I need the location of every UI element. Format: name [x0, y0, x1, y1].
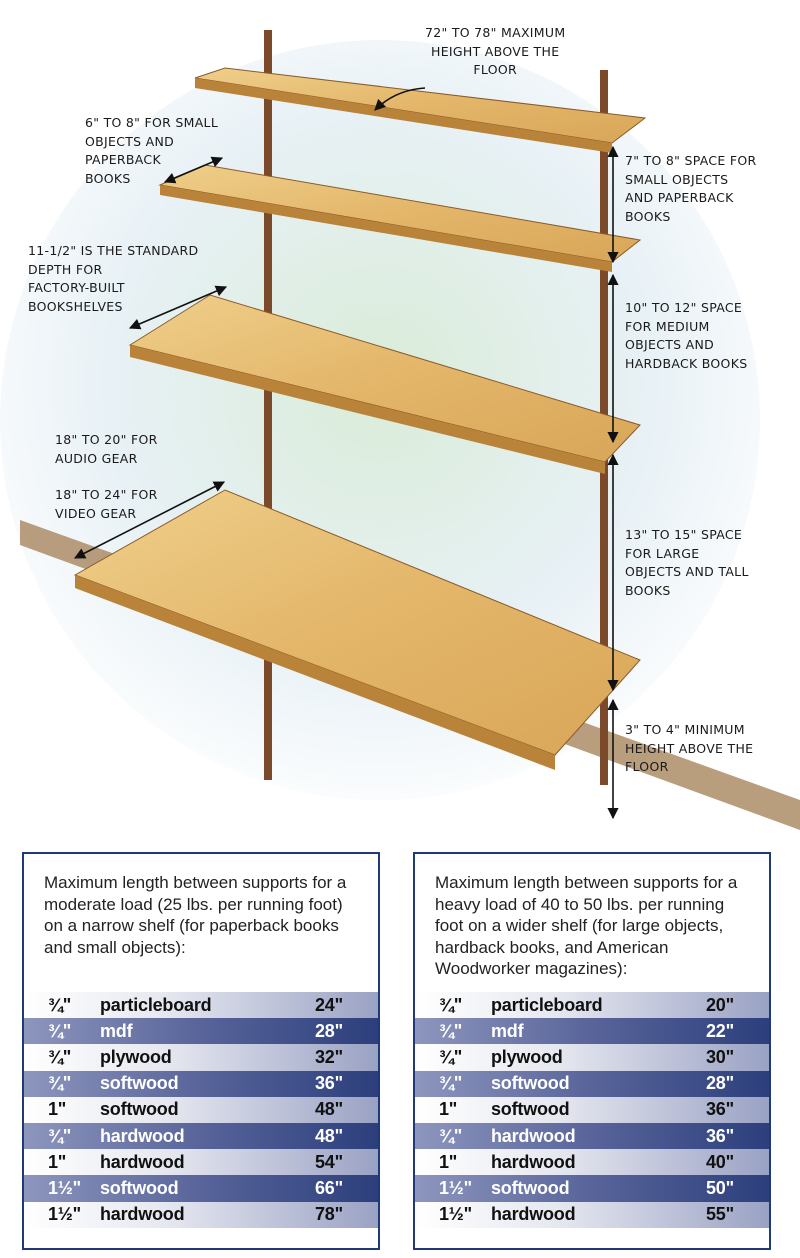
- length-cell: 50": [706, 1177, 734, 1198]
- material-cell: mdf: [491, 1020, 524, 1041]
- length-cell: 36": [706, 1125, 734, 1146]
- note-audio-depth: 18" to 20" for audio gear: [55, 432, 158, 466]
- table-row: ¾" mdf 28": [24, 1018, 378, 1045]
- table-row: ¾" particleboard 20": [415, 992, 769, 1019]
- table-row: ¾" softwood 36": [24, 1070, 378, 1097]
- table-row: 1½" hardwood 55": [415, 1201, 769, 1228]
- note-standard-depth: 11-1/2" is the standard depth for factor…: [28, 243, 199, 314]
- thickness-cell: ¾": [439, 1073, 463, 1094]
- table-row: 1½" hardwood 78": [24, 1201, 378, 1228]
- table-row: 1" hardwood 40": [415, 1149, 769, 1176]
- material-cell: mdf: [100, 1020, 133, 1041]
- table-row: ¾" plywood 30": [415, 1044, 769, 1071]
- thickness-cell: ¾": [439, 1125, 463, 1146]
- thickness-cell: ¾": [439, 994, 463, 1015]
- arrow-standard-depth: [128, 285, 228, 330]
- length-cell: 36": [315, 1073, 343, 1094]
- thickness-cell: ¾": [48, 1073, 72, 1094]
- length-cell: 20": [706, 994, 734, 1015]
- thickness-cell: 1": [439, 1099, 458, 1120]
- thickness-cell: ¾": [48, 1125, 72, 1146]
- arrow-video-depth: [74, 481, 225, 559]
- note-video-depth: 18" to 24" for video gear: [55, 487, 158, 521]
- material-cell: hardwood: [100, 1151, 185, 1172]
- length-cell: 36": [706, 1099, 734, 1120]
- material-cell: plywood: [491, 1046, 563, 1067]
- material-cell: softwood: [100, 1177, 179, 1198]
- material-cell: hardwood: [491, 1125, 576, 1146]
- length-cell: 32": [315, 1046, 343, 1067]
- length-cell: 30": [706, 1046, 734, 1067]
- table-row: 1" softwood 48": [24, 1096, 378, 1123]
- length-cell: 22": [706, 1020, 734, 1041]
- length-cell: 78": [315, 1204, 343, 1225]
- thickness-cell: ¾": [439, 1046, 463, 1067]
- thickness-cell: 1½": [439, 1177, 472, 1198]
- moderate-load-table: Maximum length between supports for a mo…: [22, 852, 380, 1250]
- length-cell: 40": [706, 1151, 734, 1172]
- length-cell: 28": [315, 1020, 343, 1041]
- material-cell: hardwood: [100, 1125, 185, 1146]
- note-max-height: 72" to 78" maximum height above the floo…: [425, 25, 566, 77]
- arrow-small-depth: [163, 156, 224, 184]
- thickness-cell: 1½": [48, 1177, 81, 1198]
- thickness-cell: 1": [48, 1151, 67, 1172]
- left-standard: [264, 30, 272, 780]
- table-caption: Maximum length between supports for a mo…: [44, 873, 347, 957]
- length-cell: 48": [315, 1125, 343, 1146]
- length-cell: 55": [706, 1204, 734, 1225]
- table-row: ¾" mdf 22": [415, 1018, 769, 1045]
- thickness-cell: ¾": [48, 1020, 72, 1041]
- material-cell: softwood: [491, 1073, 570, 1094]
- material-cell: particleboard: [491, 994, 603, 1015]
- table-row: 1½" softwood 66": [24, 1175, 378, 1202]
- table-row: 1" hardwood 54": [24, 1149, 378, 1176]
- material-cell: plywood: [100, 1046, 172, 1067]
- material-cell: softwood: [491, 1177, 570, 1198]
- table-row: ¾" hardwood 48": [24, 1122, 378, 1150]
- length-cell: 54": [315, 1151, 343, 1172]
- material-cell: softwood: [491, 1099, 570, 1120]
- heavy-load-table: Maximum length between supports for a he…: [413, 852, 771, 1250]
- thickness-cell: 1½": [439, 1204, 472, 1225]
- thickness-cell: ¾": [48, 994, 72, 1015]
- thickness-cell: 1½": [48, 1204, 81, 1225]
- material-cell: hardwood: [491, 1204, 576, 1225]
- thickness-cell: ¾": [439, 1020, 463, 1041]
- note-small-space: 7" to 8" space for small objects and pap…: [625, 153, 757, 224]
- material-cell: softwood: [100, 1073, 179, 1094]
- length-cell: 66": [315, 1177, 343, 1198]
- material-cell: hardwood: [100, 1204, 185, 1225]
- table-row: ¾" hardwood 36": [415, 1122, 769, 1150]
- thickness-cell: 1": [439, 1151, 458, 1172]
- table-row: ¾" softwood 28": [415, 1070, 769, 1097]
- shelf-illustration: [0, 30, 800, 830]
- material-cell: hardwood: [491, 1151, 576, 1172]
- thickness-cell: ¾": [48, 1046, 72, 1067]
- length-cell: 48": [315, 1099, 343, 1120]
- length-cell: 28": [706, 1073, 734, 1094]
- table-row: 1" softwood 36": [415, 1096, 769, 1123]
- table-row: 1½" softwood 50": [415, 1175, 769, 1202]
- thickness-cell: 1": [48, 1099, 67, 1120]
- length-cell: 24": [315, 994, 343, 1015]
- table-row: ¾" particleboard 24": [24, 992, 378, 1019]
- note-large-space: 13" to 15" space for large objects and t…: [625, 527, 749, 598]
- material-cell: particleboard: [100, 994, 212, 1015]
- note-min-height: 3" to 4" minimum height above the floor: [625, 722, 754, 774]
- arrow-max-height: [374, 87, 426, 111]
- note-small-depth: 6" to 8" for small objects and paperback…: [85, 115, 219, 186]
- note-medium-space: 10" to 12" space for medium objects and …: [625, 300, 748, 371]
- table-caption: Maximum length between supports for a he…: [435, 873, 738, 978]
- table-row: ¾" plywood 32": [24, 1044, 378, 1071]
- shelf-1: [194, 67, 647, 153]
- material-cell: softwood: [100, 1099, 179, 1120]
